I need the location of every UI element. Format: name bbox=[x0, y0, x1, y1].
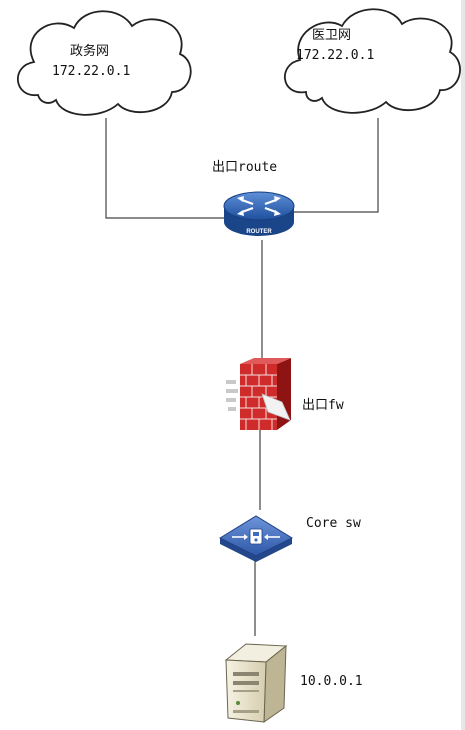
link-zhengwu-router bbox=[105, 118, 224, 219]
cloud-yiwei-name: 医卫网 bbox=[312, 28, 352, 43]
connections bbox=[105, 118, 379, 636]
switch-label: Core sw bbox=[306, 516, 361, 531]
switch-icon bbox=[218, 515, 294, 562]
cloud-zhengwu-label: 政务网 172.22.0.1 bbox=[52, 42, 130, 82]
router-icon: ROUTER bbox=[223, 191, 295, 236]
cloud-yiwei-ip: 172.22.0.1 bbox=[296, 48, 375, 63]
firewall-icon bbox=[226, 358, 291, 430]
router-badge: ROUTER bbox=[246, 229, 272, 235]
cloud-zhengwu-name: 政务网 bbox=[70, 44, 110, 59]
router-label: 出口route bbox=[212, 160, 278, 175]
cloud-yiwei bbox=[283, 8, 461, 114]
window-edge bbox=[461, 0, 465, 730]
server-icon bbox=[224, 643, 288, 723]
cloud-zhengwu-ip: 172.22.0.1 bbox=[52, 64, 131, 79]
cloud-shape bbox=[16, 10, 192, 116]
server-label: 10.0.0.1 bbox=[300, 674, 363, 689]
cloud-shape bbox=[283, 8, 461, 114]
link-yiwei-router bbox=[294, 118, 379, 213]
cloud-yiwei-label: 医卫网 172.22.0.1 bbox=[296, 26, 374, 66]
cloud-zhengwu bbox=[16, 10, 192, 116]
firewall-label: 出口fw bbox=[302, 398, 344, 413]
